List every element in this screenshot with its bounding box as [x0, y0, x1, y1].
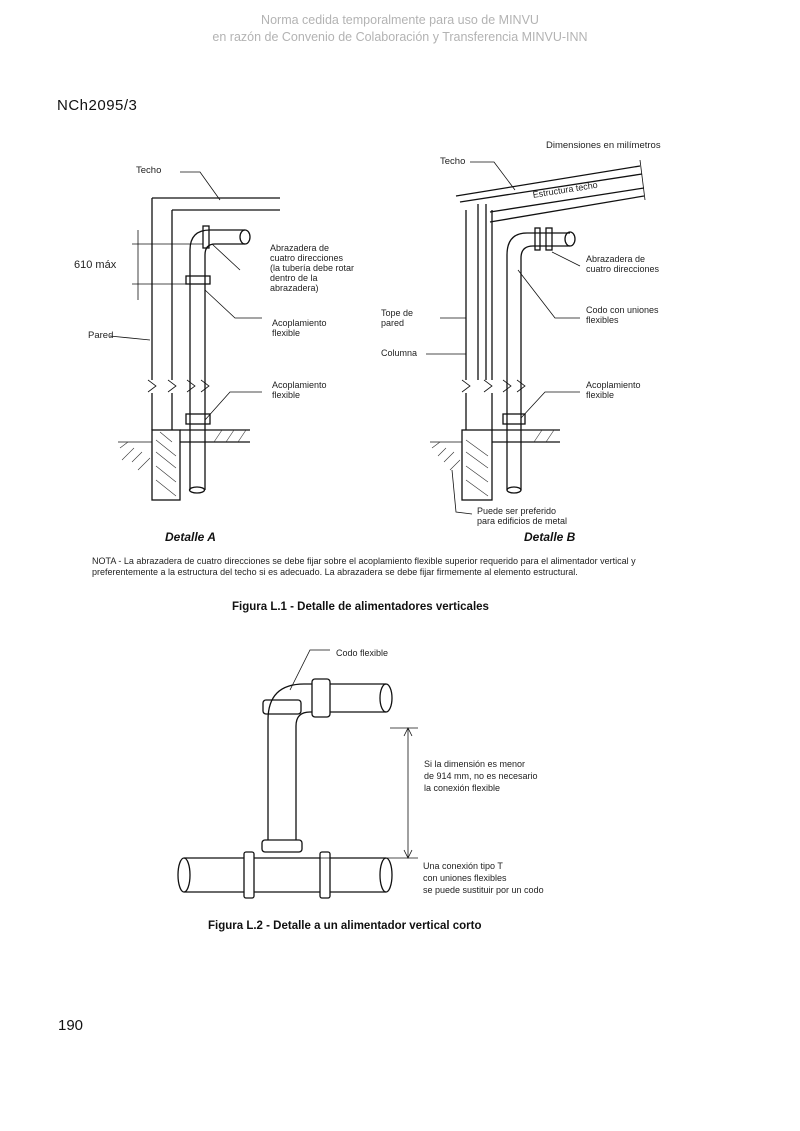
detail-b-label-columna: Columna: [381, 348, 418, 358]
figure-l2-caption: Figura L.2 - Detalle a un alimentador ve…: [208, 920, 482, 932]
page-number: 190: [58, 1017, 84, 1034]
figure-l2-dimension-note: Si la dimensión es menor de 914 mm, no e…: [424, 759, 538, 793]
standard-code: NCh2095/3: [57, 97, 138, 114]
detail-a-label-techo: Techo: [136, 165, 162, 176]
figure-l2-drawing: [177, 649, 418, 899]
detail-a-label-abrazadera: Abrazadera de cuatro direcciones (la tub…: [270, 243, 355, 293]
watermark-line-1: Norma cedida temporalmente para uso de M…: [261, 13, 539, 27]
detail-a-dimension: 610 máx: [74, 259, 117, 271]
detail-a-label-pared: Pared: [88, 330, 114, 341]
units-note: Dimensiones en milímetros: [546, 140, 661, 151]
detail-a-label-acoplamiento-bottom: Acoplamiento flexible: [272, 380, 327, 400]
figure-l1-note: NOTA - La abrazadera de cuatro direccion…: [92, 556, 636, 577]
detail-a-title: Detalle A: [165, 530, 216, 544]
detail-a-label-acoplamiento-top: Acoplamiento flexible: [272, 318, 327, 338]
detail-b-drawing: [426, 159, 646, 515]
figure-l2-label-codo-flexible: Codo flexible: [336, 648, 389, 658]
detail-b-label-acoplamiento: Acoplamiento flexible: [586, 380, 641, 400]
figure-l1-caption: Figura L.1 - Detalle de alimentadores ve…: [232, 601, 489, 613]
detail-b-title: Detalle B: [524, 530, 576, 544]
watermark-line-2: en razón de Convenio de Colaboración y T…: [212, 30, 588, 44]
detail-b-label-techo: Techo: [440, 156, 466, 167]
detail-b-label-abrazadera: Abrazadera de cuatro direcciones: [586, 254, 660, 274]
detail-a-drawing: [109, 171, 280, 501]
detail-b-label-tope: Tope de pared: [381, 308, 414, 328]
figure-l2-tee-note: Una conexión tipo T con uniones flexible…: [423, 861, 544, 895]
detail-b-label-codo: Codo con uniones flexibles: [586, 305, 659, 325]
detail-b-label-puede: Puede ser preferido para edificios de me…: [477, 506, 568, 526]
